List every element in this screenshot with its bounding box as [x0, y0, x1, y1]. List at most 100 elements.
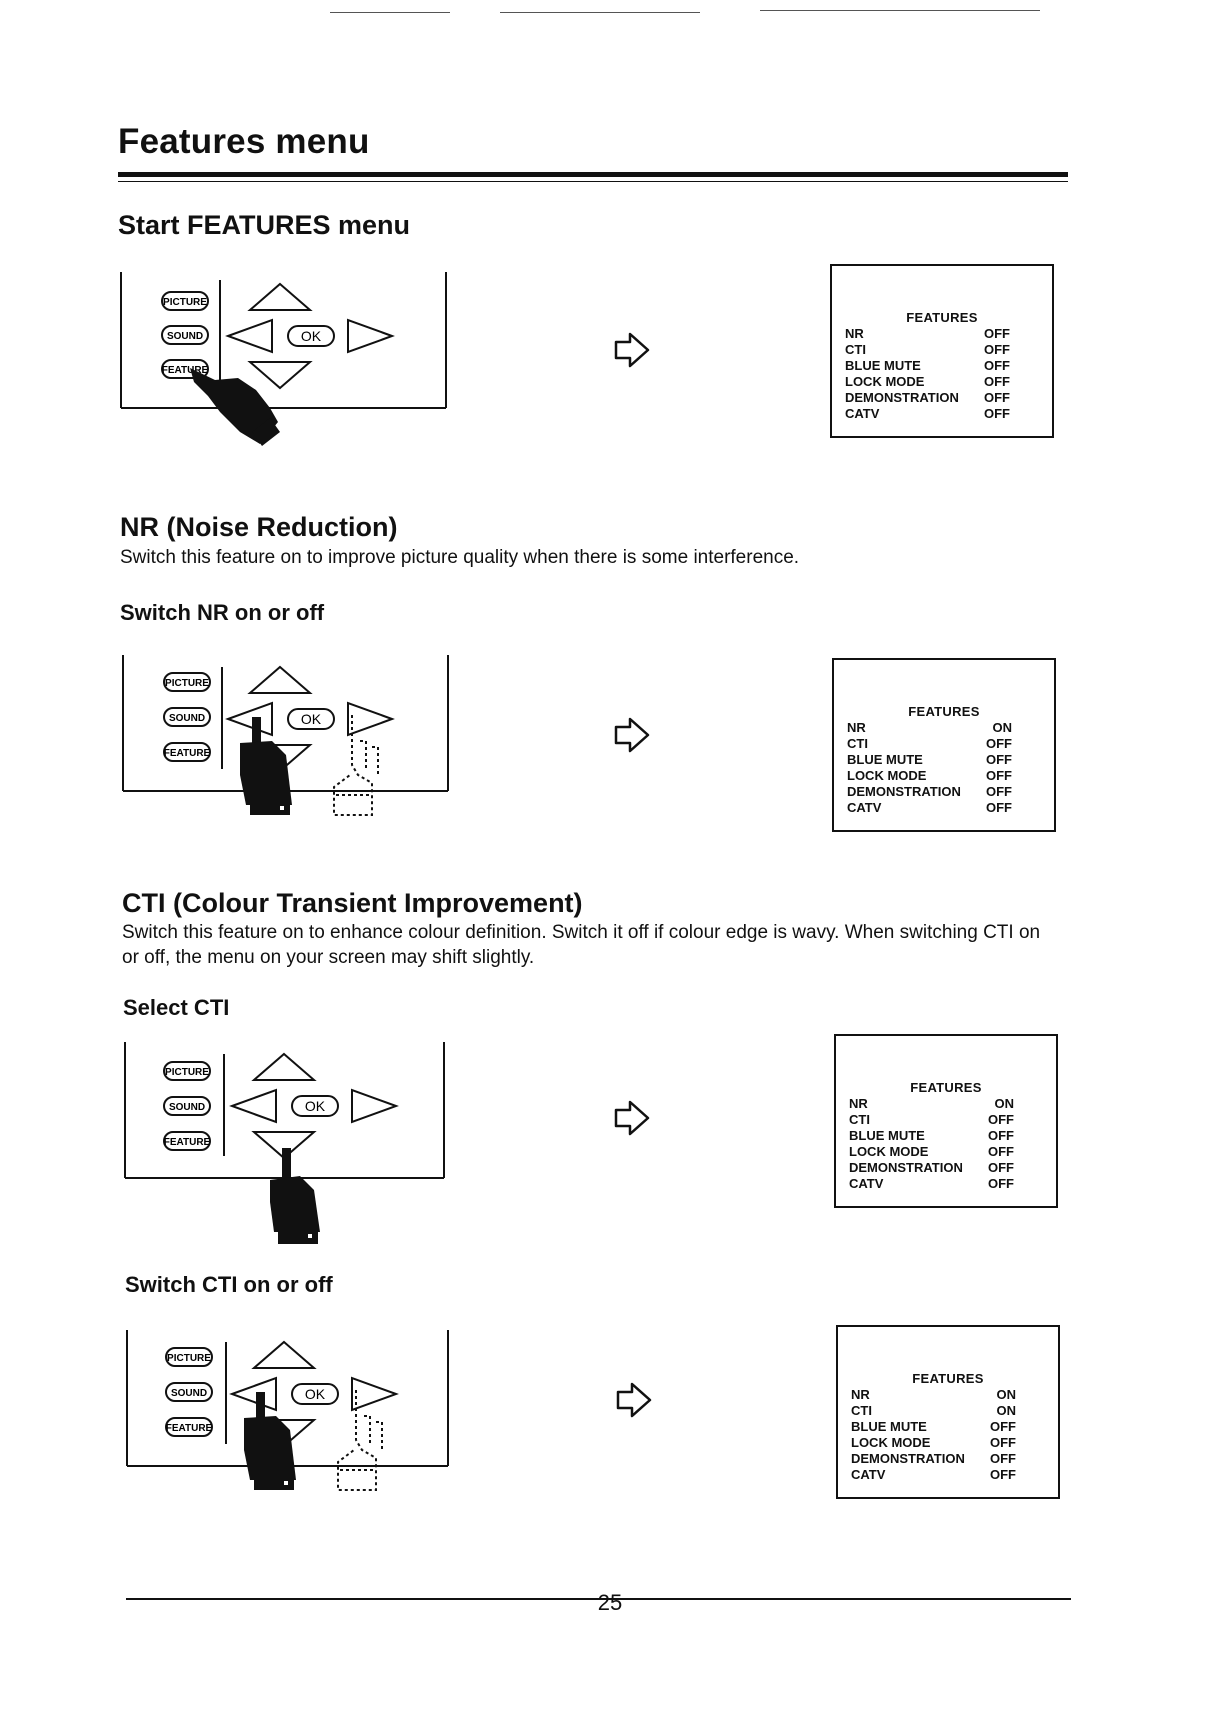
title-rule	[118, 172, 1068, 177]
page-title: Features menu	[118, 122, 370, 161]
up-arrow-icon	[247, 282, 313, 311]
remote-diagram-1: PICTURE SOUND FEATURE OK	[120, 272, 447, 446]
svg-text:SOUND: SOUND	[169, 713, 205, 724]
result-arrow-icon	[614, 1100, 650, 1136]
feature-button: FEATURE	[163, 742, 211, 762]
subheading-select-cti: Select CTI	[123, 995, 230, 1020]
result-arrow-icon	[614, 332, 650, 368]
section-heading-nr: NR (Noise Reduction)	[120, 512, 398, 542]
picture-button: PICTURE	[163, 1061, 211, 1081]
feature-button: FEATURE	[165, 1417, 213, 1437]
ok-button: OK	[287, 325, 335, 347]
up-arrow-icon	[247, 665, 313, 694]
scan-artifact	[330, 12, 450, 13]
down-arrow-icon	[251, 1131, 317, 1160]
left-arrow-icon	[225, 318, 273, 354]
section-heading-start: Start FEATURES menu	[118, 210, 411, 240]
svg-text:PICTURE: PICTURE	[167, 1353, 211, 1364]
subheading-switch-cti: Switch CTI on or off	[125, 1272, 333, 1297]
ok-button: OK	[291, 1383, 339, 1405]
svg-text:PICTURE: PICTURE	[165, 1067, 209, 1078]
scan-artifact	[760, 10, 1040, 11]
ok-button: OK	[287, 708, 335, 730]
section-text-cti: Switch this feature on to enhance colour…	[122, 922, 1041, 968]
page-number: 25	[597, 1590, 623, 1615]
screen-title: FEATURES	[908, 704, 980, 719]
svg-text:SOUND: SOUND	[171, 1388, 207, 1399]
picture-button: PICTURE	[161, 291, 209, 311]
screen-title: FEATURES	[912, 1371, 984, 1386]
right-arrow-icon	[347, 318, 395, 354]
remote-panel	[120, 272, 447, 409]
left-arrow-icon	[225, 701, 273, 737]
result-arrow-icon	[614, 717, 650, 753]
dashed-hand-icon	[333, 715, 379, 816]
svg-text:PICTURE: PICTURE	[165, 678, 209, 689]
picture-button: PICTURE	[163, 672, 211, 692]
right-arrow-icon	[347, 701, 395, 737]
down-arrow-icon	[247, 361, 313, 390]
sound-button: SOUND	[161, 325, 209, 345]
feature-button: FEATURE	[163, 1131, 211, 1151]
svg-text:OK: OK	[305, 1386, 326, 1402]
subheading-switch-nr: Switch NR on or off	[120, 600, 325, 625]
hand-pointer-icon	[244, 1392, 296, 1490]
svg-text:FEATURE: FEATURE	[164, 1137, 211, 1148]
sound-button: SOUND	[163, 707, 211, 727]
sound-button: SOUND	[163, 1096, 211, 1116]
up-arrow-icon	[251, 1052, 317, 1081]
remote-diagram-4: PICTURE SOUND FEATURE OK	[126, 1330, 449, 1491]
up-arrow-icon	[251, 1340, 317, 1369]
left-arrow-icon	[229, 1088, 277, 1124]
title-rule-thin	[118, 181, 1068, 182]
right-arrow-icon	[351, 1376, 399, 1412]
svg-text:FEATURE: FEATURE	[166, 1423, 213, 1434]
sound-button: SOUND	[165, 1382, 213, 1402]
svg-text:FEATURE: FEATURE	[162, 365, 209, 376]
svg-text:OK: OK	[305, 1098, 326, 1114]
svg-text:SOUND: SOUND	[169, 1102, 205, 1113]
screen-title: FEATURES	[910, 1080, 982, 1095]
result-arrow-icon	[616, 1382, 652, 1418]
svg-text:PICTURE: PICTURE	[163, 297, 207, 308]
svg-text:FEATURE: FEATURE	[164, 748, 211, 759]
dashed-hand-icon	[337, 1390, 383, 1491]
svg-text:OK: OK	[301, 328, 322, 344]
section-heading-cti: CTI (Colour Transient Improvement)	[122, 888, 583, 918]
left-arrow-icon	[229, 1376, 277, 1412]
remote-diagram-3: PICTURE SOUND FEATURE OK	[124, 1042, 445, 1244]
picture-button: PICTURE	[165, 1347, 213, 1367]
svg-text:SOUND: SOUND	[167, 331, 203, 342]
section-text-nr: Switch this feature on to improve pictur…	[120, 547, 800, 568]
svg-text:OK: OK	[301, 711, 322, 727]
scan-artifact	[500, 12, 700, 13]
ok-button: OK	[291, 1095, 339, 1117]
